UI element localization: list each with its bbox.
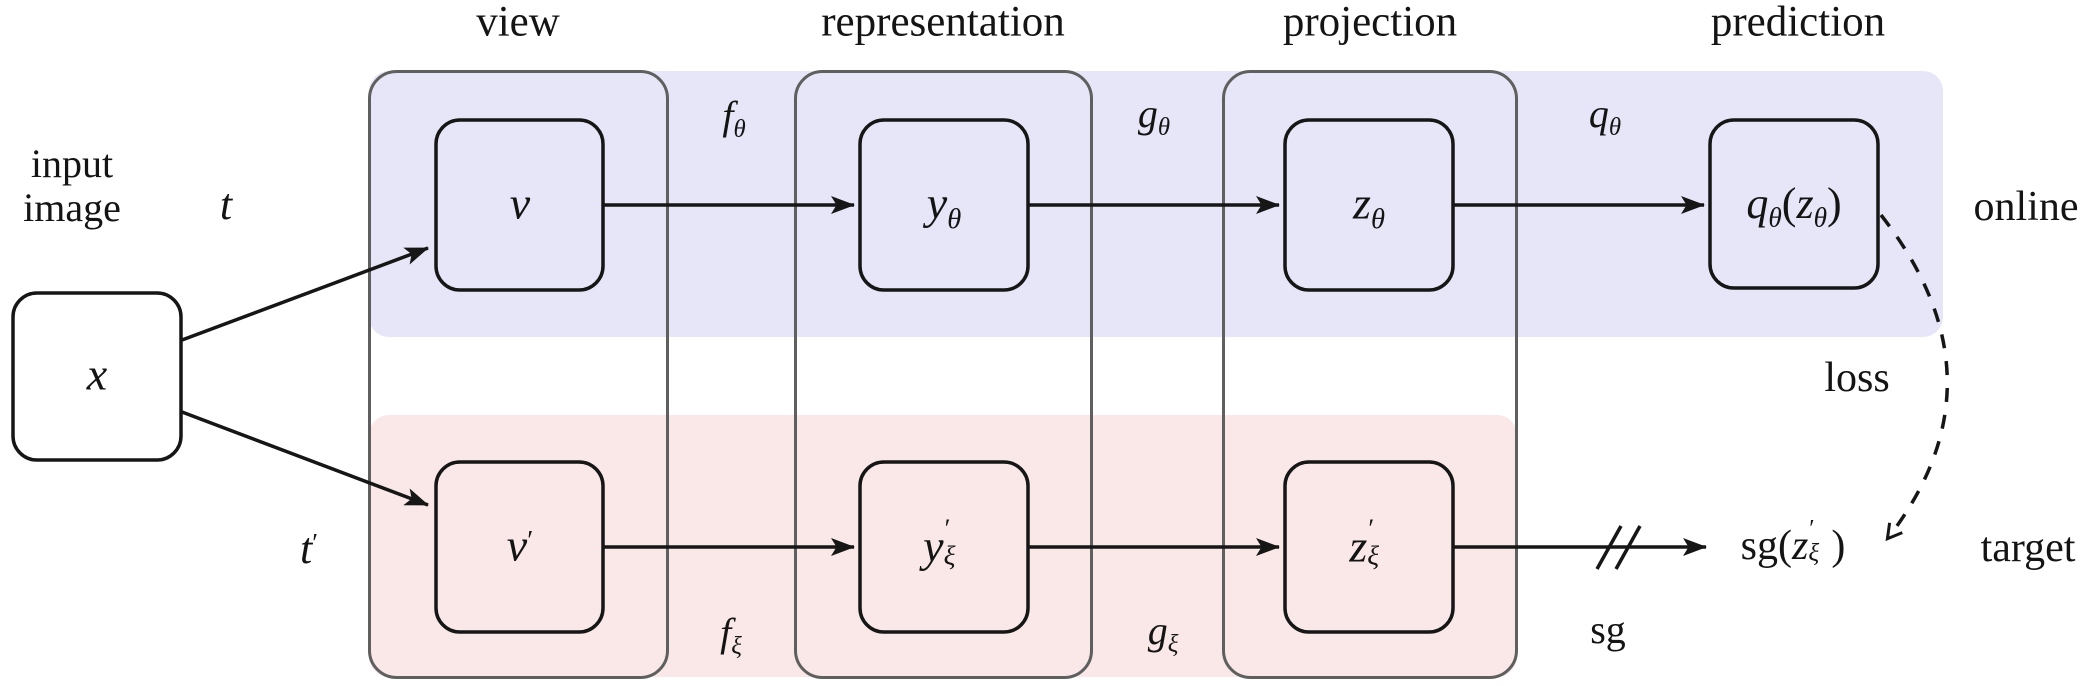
online-side-label: online bbox=[1973, 183, 2079, 230]
t-base: t bbox=[219, 179, 233, 229]
header-view: view bbox=[476, 0, 560, 46]
view-container bbox=[368, 70, 669, 679]
f-theta-sub: θ bbox=[733, 115, 746, 143]
y-prime-sub: ξ bbox=[943, 539, 956, 571]
q-theta-sub: θ bbox=[1608, 113, 1622, 141]
target-band bbox=[369, 415, 1517, 677]
flow-arrows bbox=[181, 196, 1707, 570]
y-prime-base: y bbox=[923, 520, 944, 572]
input-image-label-line2: image bbox=[23, 185, 121, 230]
v-node-label: v bbox=[509, 177, 531, 229]
representation-container bbox=[794, 70, 1093, 679]
stop-gradient-slash-2 bbox=[1614, 525, 1642, 570]
f-xi-base: f bbox=[720, 610, 732, 655]
sg-open-paren: ( bbox=[1777, 522, 1792, 569]
stop-gradient-slash-1 bbox=[1595, 525, 1623, 570]
y-prime-mark: ′ bbox=[944, 513, 951, 544]
t-augmentation-label: t bbox=[219, 179, 233, 229]
q-theta-base: q bbox=[1588, 91, 1609, 136]
input-image-label-line1: input bbox=[30, 141, 114, 186]
projection-container bbox=[1222, 70, 1518, 679]
loss-dashed-arrow bbox=[1879, 213, 1949, 542]
column-containers bbox=[368, 70, 1518, 679]
q-open-paren: ( bbox=[1781, 178, 1797, 228]
t-prime-augmentation-label: t′ bbox=[299, 523, 319, 573]
sg-arg-sub: ξ bbox=[1808, 539, 1820, 567]
sg-arg-prime: ′ bbox=[1809, 514, 1815, 542]
f-theta-base: f bbox=[722, 93, 734, 138]
input-image-label: input image bbox=[23, 142, 121, 230]
sg-fn: sg bbox=[1740, 522, 1778, 569]
g-theta-sub: θ bbox=[1157, 113, 1171, 141]
z-theta-base: z bbox=[1353, 177, 1371, 229]
header-representation: representation bbox=[821, 0, 1065, 46]
q-theta-box bbox=[1708, 118, 1880, 290]
q-arg-sub: θ bbox=[1813, 202, 1827, 233]
g-theta-edge-label: gθ bbox=[1137, 91, 1170, 140]
y-prime-node-label: y′ξ bbox=[923, 515, 969, 572]
z-prime-node-label: z′ξ bbox=[1349, 515, 1392, 572]
x-node-label: x bbox=[86, 348, 108, 400]
q-theta-edge-label: qθ bbox=[1588, 91, 1621, 140]
f-theta-edge-label: fθ bbox=[722, 93, 745, 142]
q-arg: z bbox=[1796, 178, 1814, 228]
loss-curve-group bbox=[1879, 213, 1949, 542]
sg-close-paren: ) bbox=[1831, 522, 1846, 569]
target-side-label: target bbox=[1980, 524, 2076, 571]
sg-edge-label: sg bbox=[1590, 607, 1626, 652]
v-prime-mark: ′ bbox=[527, 524, 534, 556]
q-fn-sub: θ bbox=[1768, 202, 1782, 233]
header-projection: projection bbox=[1282, 0, 1458, 46]
sg-expression-label: sg(z′ξ) bbox=[1740, 516, 1846, 569]
arrow-x-to-v-prime bbox=[181, 410, 429, 507]
v-prime-base: v bbox=[506, 519, 528, 571]
g-xi-sub: ξ bbox=[1167, 630, 1179, 658]
z-theta-sub: θ bbox=[1370, 203, 1385, 235]
q-close-paren: ) bbox=[1826, 178, 1842, 228]
z-prime-base: z bbox=[1349, 520, 1368, 572]
z-prime-sub: ξ bbox=[1367, 539, 1380, 571]
z-prime-mark: ′ bbox=[1368, 513, 1375, 544]
g-xi-base: g bbox=[1147, 608, 1168, 653]
v-prime-node-label: v′ bbox=[506, 519, 534, 572]
f-xi-edge-label: fξ bbox=[720, 610, 742, 659]
header-prediction: prediction bbox=[1710, 0, 1886, 46]
q-fn: q bbox=[1746, 178, 1769, 228]
t-prime-base: t bbox=[299, 523, 313, 573]
y-theta-base: y bbox=[926, 177, 948, 229]
sg-arg: z bbox=[1791, 522, 1809, 569]
g-xi-edge-label: gξ bbox=[1147, 608, 1179, 657]
y-theta-node-label: yθ bbox=[926, 177, 961, 234]
arrow-x-to-v bbox=[181, 246, 429, 342]
x-box bbox=[11, 291, 183, 462]
y-theta-sub: θ bbox=[947, 203, 962, 235]
f-xi-sub: ξ bbox=[731, 632, 742, 660]
q-theta-node-label: qθ(zθ) bbox=[1746, 178, 1842, 231]
loss-label: loss bbox=[1824, 354, 1890, 401]
z-theta-node-label: zθ bbox=[1353, 177, 1385, 234]
g-theta-base: g bbox=[1137, 91, 1158, 136]
t-prime-mark: ′ bbox=[312, 527, 319, 558]
